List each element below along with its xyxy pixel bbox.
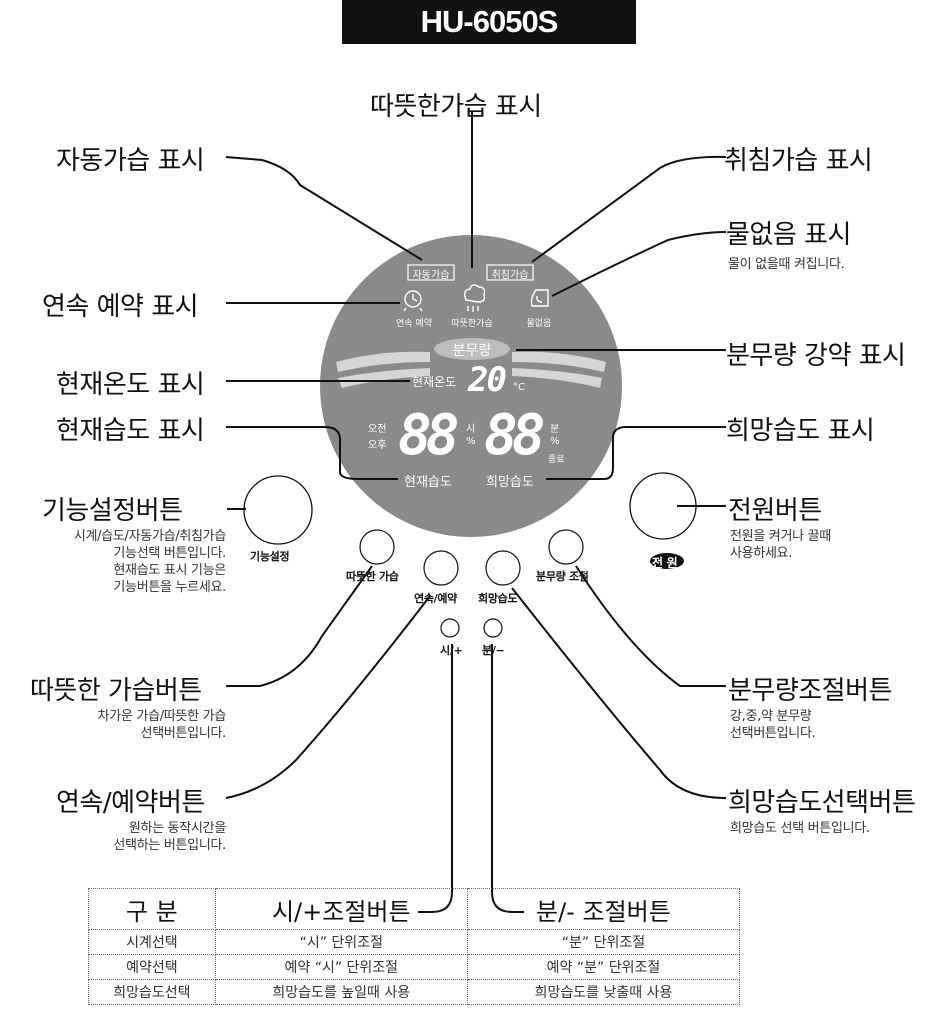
target-humidity-label: 희망습도 — [486, 475, 534, 490]
warm-mist-button[interactable] — [360, 530, 394, 564]
minute-label: 분 — [550, 424, 560, 435]
minute-minus-button[interactable] — [484, 619, 502, 637]
mist-segment-left — [336, 351, 430, 372]
mist-amount-label: 분무량 — [452, 343, 492, 359]
pm-label: 오후 — [368, 440, 387, 451]
leader-current-humidity — [226, 426, 398, 480]
leader-hour-plus — [418, 644, 453, 913]
table-row: 희망습도선택 희망습도를 높일때 사용 희망습도를 낮출때 사용 — [88, 979, 741, 1005]
leader-mist-button — [575, 565, 726, 687]
warm-mist-button-description: 차가운 가습/따뜻한 가습 선택버튼입니다. — [97, 709, 227, 741]
target-humidity-button[interactable] — [486, 551, 520, 585]
auto-mist-indicator-callout: 자동가습 표시 — [56, 146, 205, 176]
reserve-icon-label: 연속 예약 — [396, 319, 432, 329]
mist-amount-button-description: 강,중,약 분무량 선택버튼입니다. — [730, 709, 816, 741]
function-button[interactable] — [244, 476, 312, 544]
no-water-indicator-callout: 물없음 표시 — [726, 220, 851, 250]
power-label-bg — [650, 553, 684, 569]
leader-sleep-mist — [531, 155, 727, 263]
leader-target-humidity — [546, 426, 726, 480]
left-digits: 88 — [398, 403, 459, 468]
current-humidity-label: 현재습도 — [404, 475, 452, 490]
sleep-mist-tag-label: 취침가습 — [491, 270, 529, 281]
auto-mist-tag-label: 자동가습 — [412, 270, 450, 281]
target-humidity-button-callout: 희망습도선택버튼 — [728, 788, 916, 818]
continuous-reserve-indicator-callout: 연속 예약 표시 — [42, 292, 199, 322]
table-cell: 예약 “분” 단위조절 — [466, 954, 741, 980]
current-temp-indicator-callout: 현재온도 표시 — [56, 370, 205, 400]
mist-label-pill — [434, 338, 510, 360]
table-row: 시계선택 “시” 단위조절 “분” 단위조절 — [88, 929, 741, 955]
am-label: 오전 — [368, 424, 387, 435]
clock-icon — [403, 290, 423, 312]
adjust-buttons-table: 구 분 시/+조절버튼 분/- 조절버튼 시계선택 “시” 단위조절 “분” 단… — [88, 888, 741, 1005]
table-cell: 희망습도를 낮출때 사용 — [466, 979, 741, 1005]
percent-left: % — [466, 436, 476, 447]
continuous-reserve-button-label: 연속/예약 — [414, 592, 457, 605]
leader-warm-button — [226, 565, 373, 687]
right-digits: 88 — [484, 403, 545, 468]
table-cell: “시” 단위조절 — [214, 929, 468, 955]
mist-segment-right — [512, 351, 606, 372]
power-button[interactable] — [630, 473, 696, 539]
warm-mist-icon — [463, 284, 486, 312]
continuous-reserve-button-callout: 연속/예약버튼 — [56, 788, 205, 818]
minute-minus-button-label: 분/− — [482, 644, 505, 657]
target-humidity-indicator-callout: 희망습도 표시 — [726, 416, 875, 446]
warm-mist-icon-label: 따뜻한가습 — [451, 319, 493, 329]
mist-amount-button-label: 분무량 조절 — [536, 570, 589, 583]
temp-digits: 20 — [468, 360, 507, 400]
power-button-label: 전 원 — [652, 556, 678, 570]
continuous-reserve-button[interactable] — [424, 551, 458, 585]
continuous-reserve-button-description: 원하는 동작시간을 선택하는 버튼입니다. — [113, 821, 226, 853]
function-button-description: 시계/습도/자동가습/취침가습 기능선택 버튼입니다. 현재습도 표시 기능은 … — [73, 529, 226, 595]
table-header-cell: 분/- 조절버튼 — [466, 888, 741, 930]
table-cell: 시계선택 — [88, 929, 216, 955]
current-temp-label: 현재온도 — [412, 375, 457, 389]
auto-mist-tag — [407, 264, 455, 281]
table-header-row: 구 분 시/+조절버튼 분/- 조절버튼 — [88, 888, 741, 930]
leader-auto-mist — [225, 156, 423, 261]
hour-plus-button-label: 시/+ — [440, 644, 463, 657]
table-header-cell: 시/+조절버튼 — [214, 888, 468, 930]
end-label: 종료 — [548, 455, 565, 465]
model-title: HU-6050S — [342, 0, 636, 44]
target-humidity-button-label: 희망습도 — [478, 592, 518, 605]
sleep-mist-indicator-callout: 취침가습 표시 — [724, 146, 873, 176]
hour-plus-button[interactable] — [441, 619, 459, 637]
table-cell: 예약 “시” 단위조절 — [214, 954, 468, 980]
lcd-display-panel — [320, 235, 622, 537]
leader-target-button — [511, 587, 727, 799]
no-water-description: 물이 없을때 켜집니다. — [728, 257, 845, 272]
table-cell: 예약선택 — [88, 954, 216, 980]
mist-amount-indicator-callout: 분무량 강약 표시 — [726, 341, 906, 371]
current-humidity-indicator-callout: 현재습도 표시 — [56, 416, 205, 446]
table-cell: 희망습도를 높일때 사용 — [214, 979, 468, 1005]
warm-mist-button-callout: 따뜻한 가습버튼 — [30, 676, 202, 706]
table-cell: 희망습도선택 — [88, 979, 216, 1005]
power-button-callout: 전원버튼 — [728, 496, 822, 526]
leader-no-water — [551, 231, 727, 297]
water-drop-icon — [530, 289, 549, 307]
hour-label: 시 — [466, 424, 476, 435]
sleep-mist-tag — [486, 264, 534, 281]
table-row: 예약선택 예약 “시” 단위조절 예약 “분” 단위조절 — [88, 954, 741, 980]
warm-mist-indicator-callout: 따뜻한가습 표시 — [370, 92, 542, 122]
mist-amount-button-callout: 분무량조절버튼 — [728, 676, 892, 706]
leader-minute-minus — [491, 644, 524, 913]
no-water-icon-label: 물없음 — [526, 319, 552, 329]
mist-amount-button[interactable] — [549, 530, 583, 564]
target-humidity-button-description: 희망습도 선택 버튼입니다. — [730, 821, 870, 836]
function-button-label: 기능설정 — [250, 550, 290, 563]
warm-mist-button-label: 따뜻한 가습 — [346, 570, 399, 583]
temp-unit: °C — [513, 382, 525, 393]
leader-continuous-button — [225, 595, 431, 799]
table-header-cell: 구 분 — [88, 888, 216, 930]
percent-right: % — [550, 436, 560, 447]
power-button-description: 전원을 켜거나 끌때 사용하세요. — [730, 529, 831, 561]
table-cell: “분” 단위조절 — [466, 929, 741, 955]
function-button-callout: 기능설정버튼 — [42, 496, 183, 526]
